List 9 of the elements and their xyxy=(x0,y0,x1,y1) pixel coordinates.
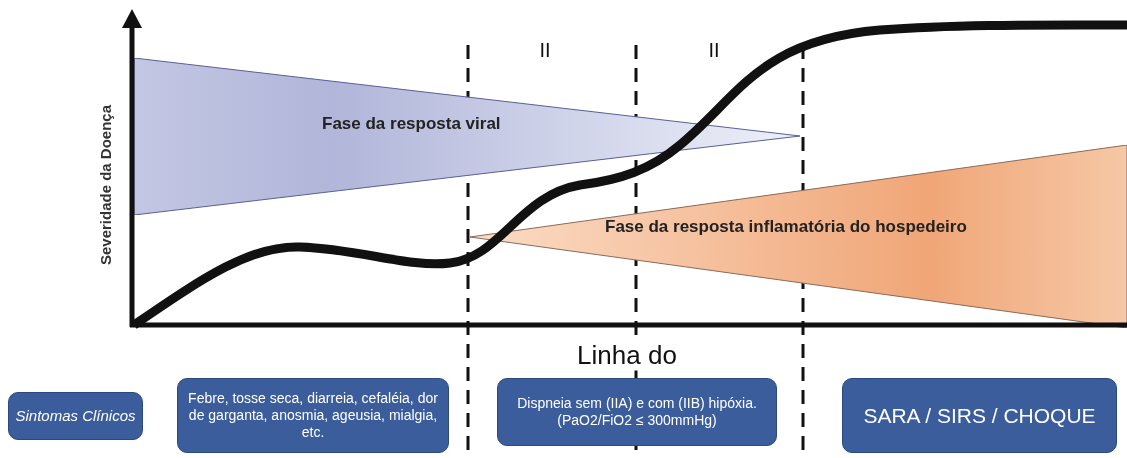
phase-numeral: II xyxy=(539,38,551,62)
symptom-panel: Sintomas Clínicos xyxy=(8,392,143,440)
symptom-panel: Febre, tosse seca, diarreia, cefaléia, dor de garganta, anosmia, ageusia, mialgia, etc. xyxy=(177,378,449,453)
symptom-panel: Dispneia sem (IIA) e com (IIB) hipóxia. (PaO2/FiO2 ≤ 300mmHg) xyxy=(497,378,777,446)
phase-numeral: II xyxy=(708,38,720,62)
axis-title: Severidade da Doença xyxy=(96,104,114,266)
phase-label: Fase da resposta inflamatória do hospedeiro xyxy=(605,217,967,237)
symptom-panel: SARA / SIRS / CHOQUE xyxy=(842,378,1117,453)
phase-label: Fase da resposta viral xyxy=(322,114,501,134)
